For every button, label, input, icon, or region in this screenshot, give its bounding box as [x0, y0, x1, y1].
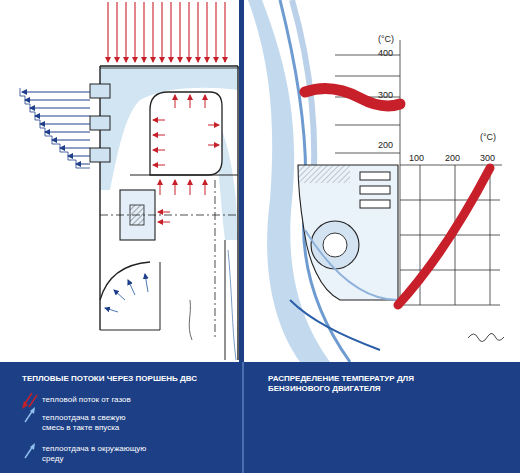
temperature-grid	[335, 40, 502, 305]
gas-heat-arrow	[107, 2, 108, 62]
gas-heat-arrow	[188, 2, 189, 62]
gas-heat-arrow	[143, 2, 144, 62]
panel-heading: РАСПРЕДЕЛЕНИЕ ТЕМПЕРАТУР ДЛЯ БЕНЗИНОВОГО…	[268, 374, 443, 393]
panel-heading: ТЕПЛОВЫЕ ПОТОКИ ЧЕРЕЗ ПОРШЕНЬ ДВС	[22, 374, 237, 384]
gas-heat-arrow	[116, 2, 117, 62]
axis-value: 200	[445, 153, 460, 164]
gas-heat-arrow	[161, 2, 162, 62]
gas-heat-arrow	[197, 2, 198, 62]
axis-unit: (°C)	[378, 34, 394, 45]
legend-text: теплоотдача в свежую смесь в такте впуск…	[42, 413, 147, 432]
inner-heat-arrows	[153, 95, 219, 222]
axis-value: 300	[480, 153, 495, 164]
legend-red-arrow	[22, 393, 37, 409]
legend-text: тепловой поток от газов	[42, 395, 222, 405]
gas-heat-arrow	[224, 2, 225, 62]
skirt-temperature-curve	[398, 168, 490, 305]
axis-unit: (°C)	[480, 132, 496, 143]
axis-value: 100	[409, 153, 424, 164]
intake-heat-arrows	[105, 274, 148, 312]
axis-value: 200	[378, 140, 393, 151]
gas-heat-arrow	[206, 2, 207, 62]
gas-heat-arrow	[170, 2, 171, 62]
legend-text: теплоотдача в окружающую среду	[42, 444, 147, 463]
gas-heat-arrow	[125, 2, 126, 62]
crown-temperature-curve	[305, 89, 400, 106]
legend-blue-arrow	[25, 407, 35, 422]
gas-heat-arrow	[179, 2, 180, 62]
gas-heat-arrow	[215, 2, 216, 62]
gas-heat-arrow	[152, 2, 153, 62]
right-piston	[248, 0, 398, 362]
gas-heat-arrow	[134, 2, 135, 62]
axis-value: 300	[378, 90, 393, 101]
gas-heat-arrows	[108, 2, 225, 62]
axis-value: 400	[378, 48, 393, 59]
left-piston	[90, 66, 240, 360]
legend-blue-arrow	[25, 443, 35, 458]
environment-heat-arrows	[22, 92, 90, 164]
